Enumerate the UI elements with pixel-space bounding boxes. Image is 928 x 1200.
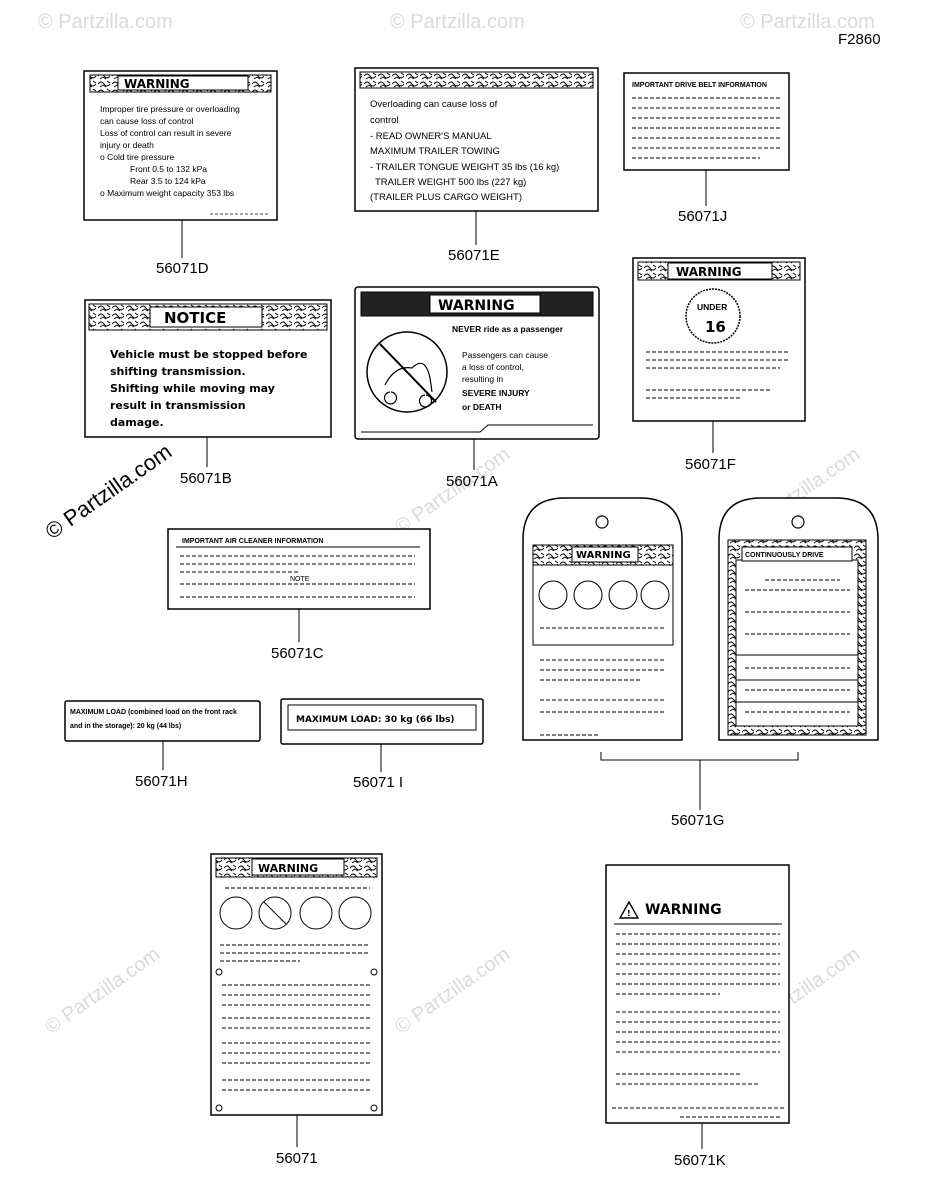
label-56071j[interactable]: IMPORTANT DRIVE BELT INFORMATION 56071J xyxy=(623,72,790,225)
label-line: Improper tire pressure or overloading xyxy=(100,104,240,114)
part-number-56071g: 56071G xyxy=(671,812,724,829)
label-line: o Maximum weight capacity 353 lbs xyxy=(100,188,234,198)
part-number-56071f: 56071F xyxy=(685,456,736,473)
notice-header: NOTICE xyxy=(164,309,226,327)
part-number-56071j: 56071J xyxy=(678,208,727,225)
label-56071g[interactable]: WARNING CONTINUOUSLY DRIVE xyxy=(522,497,879,829)
badge-top: UNDER xyxy=(697,302,727,312)
label-line: NEVER ride as a passenger xyxy=(452,324,564,334)
warning-header: WARNING xyxy=(258,862,318,875)
label-56071[interactable]: WARNING 56071 xyxy=(210,853,383,1167)
warning-header: WARNING xyxy=(676,265,742,279)
label-56071k[interactable]: ! WARNING 56071K xyxy=(605,864,790,1169)
label-line: result in transmission xyxy=(110,399,246,412)
label-line: SEVERE INJURY xyxy=(462,388,530,398)
label-56071a[interactable]: WARNING NEVER ride as a passenger Passen… xyxy=(354,286,600,490)
part-number-56071e: 56071E xyxy=(448,247,500,264)
label-line: - READ OWNER'S MANUAL xyxy=(370,131,492,142)
part-number-56071c: 56071C xyxy=(271,645,324,662)
label-line: Shifting while moving may xyxy=(110,382,275,395)
watermark-text: © Partzilla.com xyxy=(390,11,525,33)
label-line: injury or death xyxy=(100,140,154,150)
badge-number: 16 xyxy=(705,318,726,336)
watermark-text: © Partzilla.com xyxy=(740,11,875,33)
label-line: and in the storage): 20 kg (44 lbs) xyxy=(70,723,181,730)
watermark-text: © Partzilla.com xyxy=(391,443,514,538)
warning-header: WARNING xyxy=(124,77,190,91)
part-number-56071b: 56071B xyxy=(180,470,232,487)
label-56071e[interactable]: Overloading can cause loss of control - … xyxy=(354,67,599,264)
warning-header: WARNING xyxy=(438,298,515,314)
label-header: IMPORTANT DRIVE BELT INFORMATION xyxy=(632,82,767,89)
part-number-56071: 56071 xyxy=(276,1150,318,1167)
part-number-56071i: 56071 I xyxy=(353,774,403,791)
label-56071c[interactable]: IMPORTANT AIR CLEANER INFORMATION NOTE 5… xyxy=(167,528,431,662)
part-number-56071k: 56071K xyxy=(674,1152,726,1169)
hang-hole xyxy=(595,515,609,529)
label-56071h[interactable]: MAXIMUM LOAD (combined load on the front… xyxy=(64,700,261,790)
label-header: IMPORTANT AIR CLEANER INFORMATION xyxy=(182,538,323,545)
label-line: Vehicle must be stopped before xyxy=(110,348,307,361)
under-16-badge xyxy=(685,288,741,344)
label-56071d[interactable]: WARNING Improper tire pressure or overlo… xyxy=(83,70,278,277)
part-number-56071d: 56071D xyxy=(156,260,209,277)
warning-header: WARNING xyxy=(576,550,631,561)
part-number-56071h: 56071H xyxy=(135,773,188,790)
label-56071i[interactable]: MAXIMUM LOAD: 30 kg (66 lbs) 56071 I xyxy=(280,698,484,791)
label-line: o Cold tire pressure xyxy=(100,152,174,162)
label-line: Passengers can cause xyxy=(462,350,548,360)
warning-triangle-icon xyxy=(618,900,640,919)
label-line: TRAILER WEIGHT 500 lbs (227 kg) xyxy=(375,177,526,188)
warning-header: WARNING xyxy=(645,902,722,918)
label-line: a loss of control, xyxy=(462,362,524,372)
figure-code: F2860 xyxy=(838,31,881,48)
exclamation-icon: ! xyxy=(627,909,631,918)
label-line: control xyxy=(370,115,399,126)
label-line: shifting transmission. xyxy=(110,365,246,378)
label-line: Overloading can cause loss of xyxy=(370,99,498,110)
label-line: Rear 3.5 to 124 kPa xyxy=(130,176,206,186)
watermark-main: © Partzilla.com xyxy=(41,439,177,545)
label-line: damage. xyxy=(110,416,164,429)
label-line: or DEATH xyxy=(462,402,502,412)
part-number-56071a: 56071A xyxy=(446,473,498,490)
label-line: resulting in xyxy=(462,374,503,384)
label-line: (TRAILER PLUS CARGO WEIGHT) xyxy=(370,192,522,203)
label-line: Loss of control can result in severe xyxy=(100,128,232,138)
label-line: - TRAILER TONGUE WEIGHT 35 lbs (16 kg) xyxy=(370,162,559,173)
note-text: NOTE xyxy=(290,576,310,583)
label-header: CONTINUOUSLY DRIVE xyxy=(745,552,824,559)
watermark-text: © Partzilla.com xyxy=(41,943,164,1038)
hang-hole xyxy=(791,515,805,529)
label-line: MAXIMUM TRAILER TOWING xyxy=(370,146,500,157)
label-56071f[interactable]: WARNING UNDER 16 56071F xyxy=(632,257,806,473)
watermark-text: © Partzilla.com xyxy=(391,943,514,1038)
label-56071b[interactable]: NOTICE Vehicle must be stopped before sh… xyxy=(84,299,332,487)
label-line: MAXIMUM LOAD (combined load on the front… xyxy=(70,709,237,716)
watermark-text: © Partzilla.com xyxy=(38,11,173,33)
label-line: can cause loss of control xyxy=(100,116,194,126)
label-text: MAXIMUM LOAD: 30 kg (66 lbs) xyxy=(296,715,455,725)
label-line: Front 0.5 to 132 kPa xyxy=(130,164,207,174)
